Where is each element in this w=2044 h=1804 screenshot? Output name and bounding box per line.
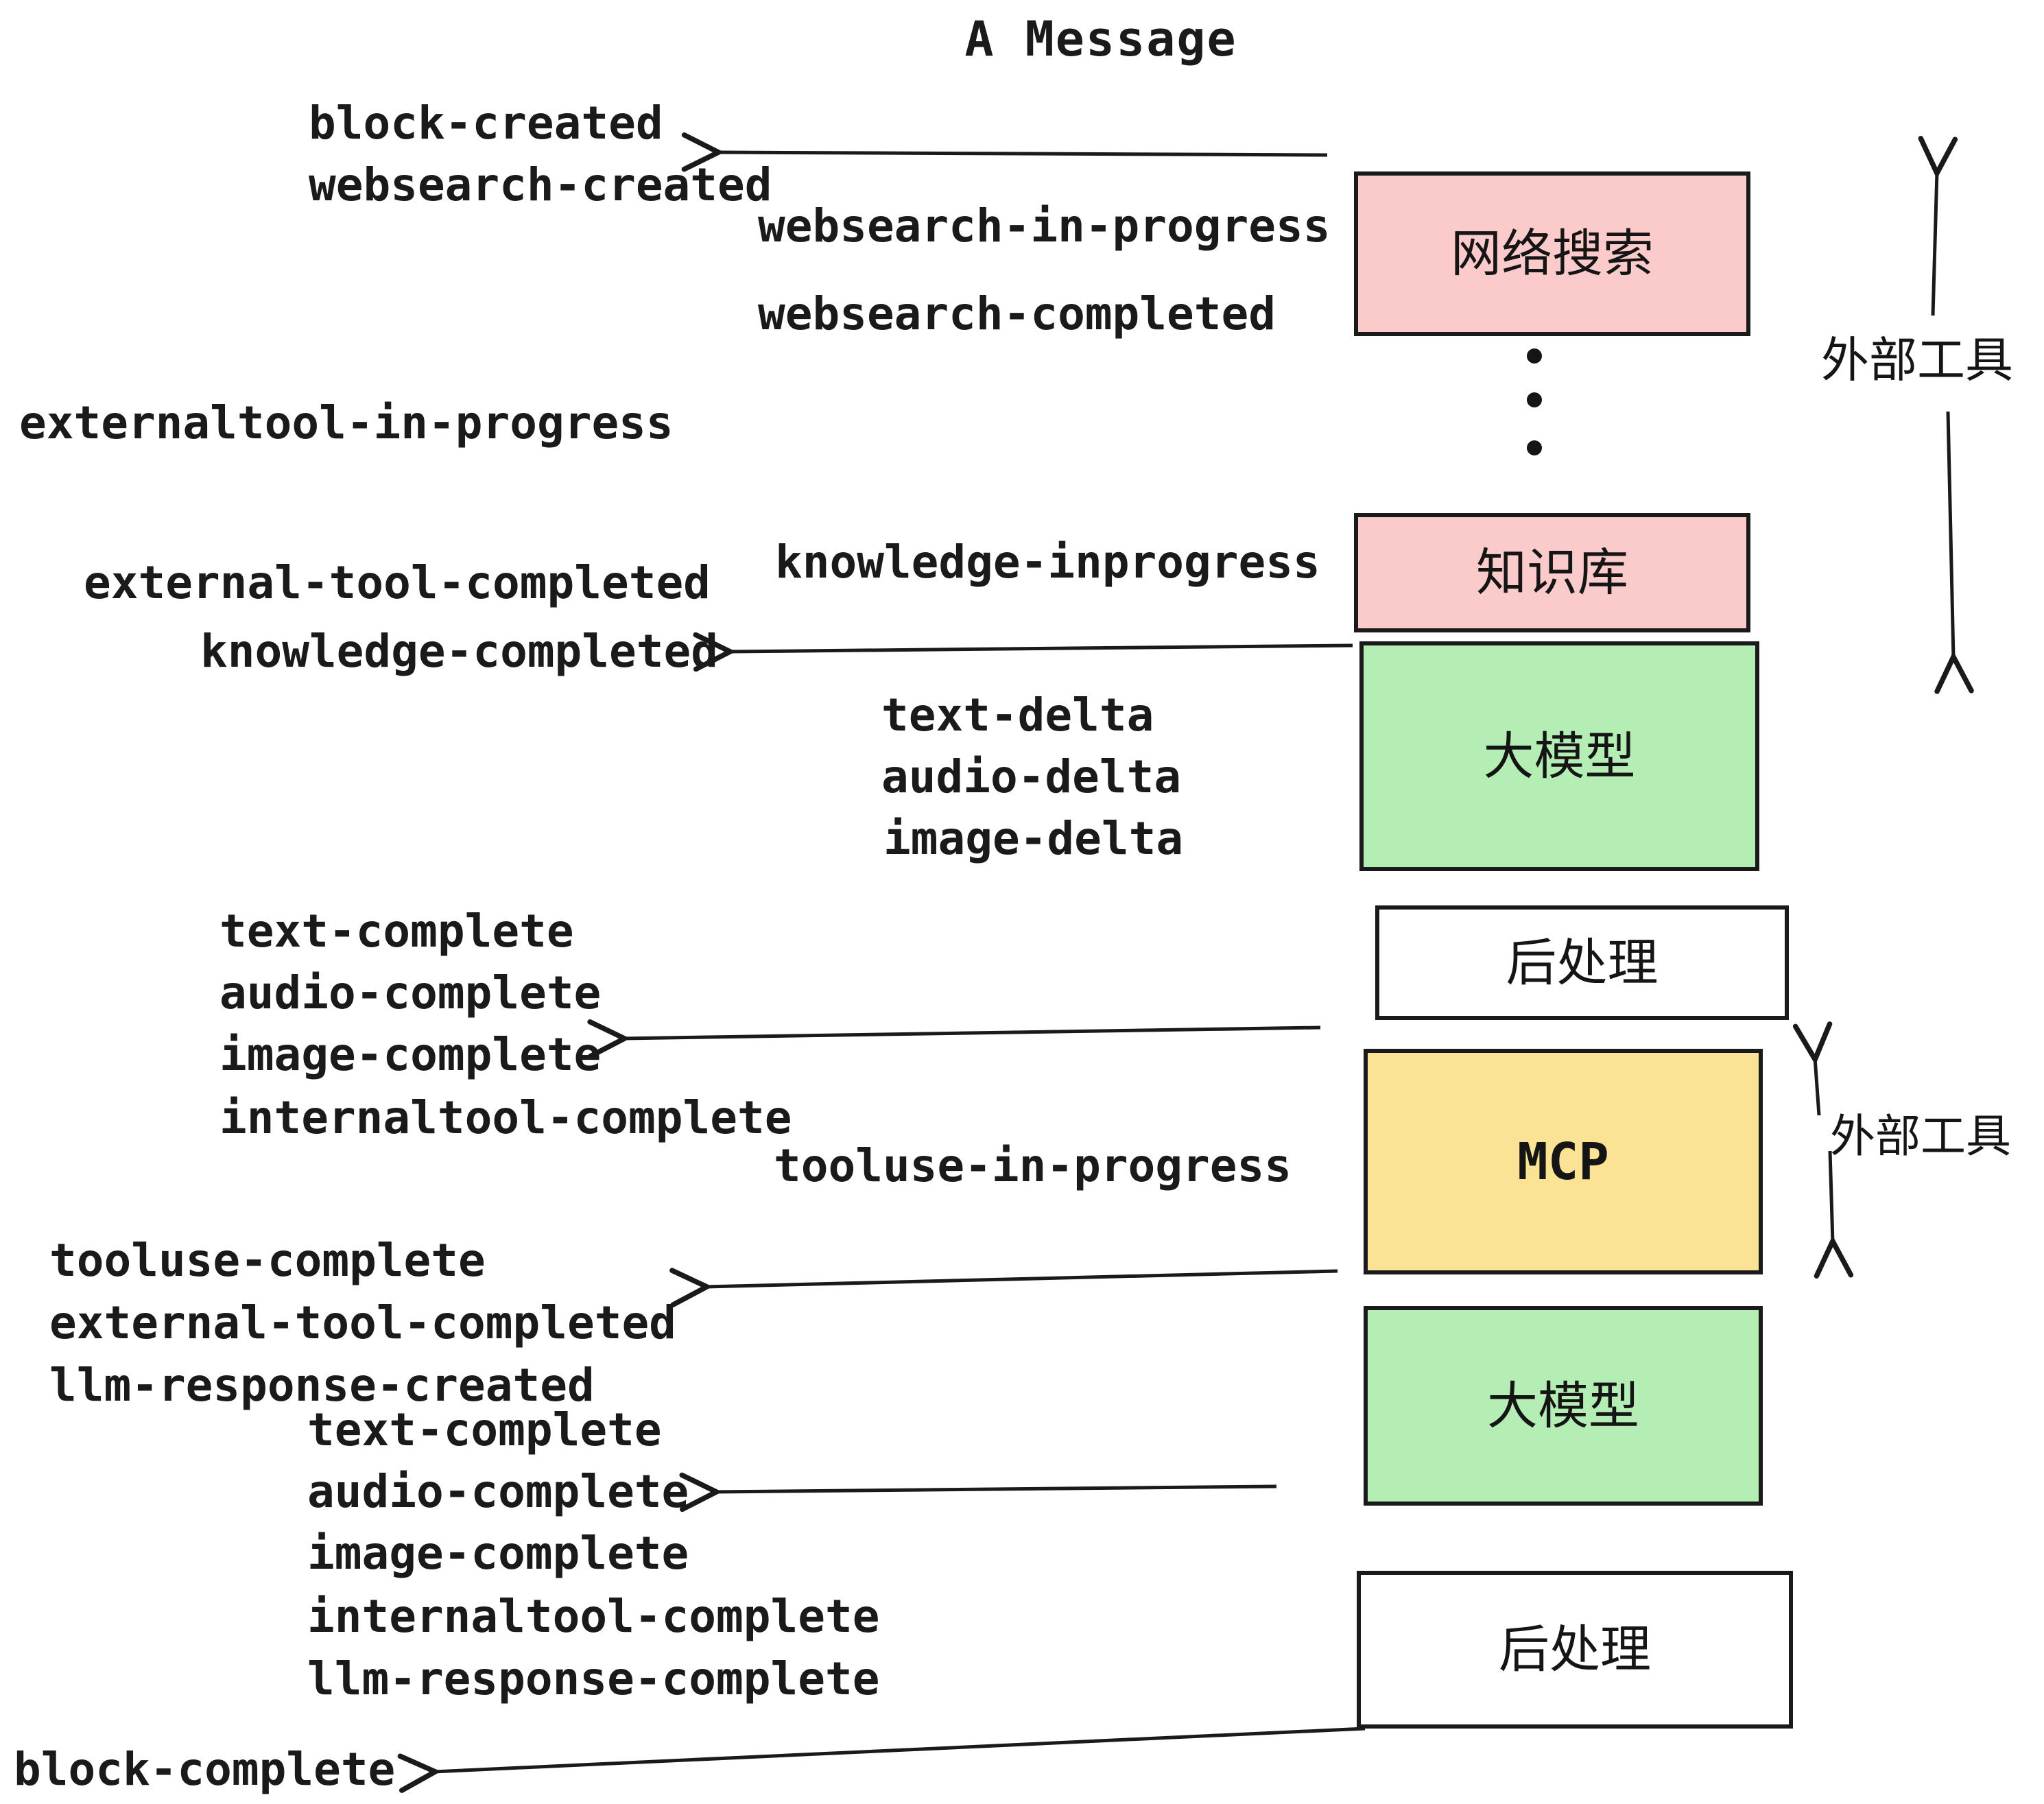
event-internaltool-complete-2: internaltool-complete: [307, 1590, 880, 1643]
box-postprocess-1: 后处理: [1375, 905, 1789, 1020]
event-external-tool-completed: external-tool-completed: [84, 556, 711, 609]
vertical-ellipsis-dot: [1527, 348, 1542, 364]
arrow-to-block-complete: [433, 1726, 1366, 1772]
arrow-to-block-created: [717, 152, 1328, 155]
event-tooluse-complete: tooluse-complete: [49, 1234, 486, 1287]
event-externaltool-in-progress: externaltool-in-progress: [19, 396, 674, 449]
arrow-to-knowledge-completed: [728, 645, 1353, 652]
event-llm-response-created: llm-response-created: [49, 1359, 595, 1412]
event-websearch-in-progress: websearch-in-progress: [758, 200, 1331, 252]
event-websearch-completed: websearch-completed: [758, 287, 1276, 340]
vertical-ellipsis-dot: [1527, 440, 1542, 455]
event-block-created: block-created: [309, 97, 663, 150]
box-postprocess-2: 后处理: [1357, 1571, 1793, 1729]
side-label-external-tools-top: 外部工具: [1821, 332, 2013, 388]
box-postprocess-1-label: 后处理: [1506, 933, 1659, 993]
vertical-ellipsis-dot: [1527, 392, 1542, 407]
event-text-complete-2: text-complete: [307, 1403, 662, 1456]
event-text-complete-1: text-complete: [219, 905, 574, 958]
box-mcp-label: MCP: [1517, 1132, 1609, 1191]
event-image-complete-1: image-complete: [219, 1028, 602, 1081]
event-internaltool-complete-1: internaltool-complete: [219, 1091, 792, 1144]
event-knowledge-completed: knowledge-completed: [200, 625, 718, 678]
arrow-external-tools-up: [1933, 171, 1937, 316]
event-image-complete-2: image-complete: [307, 1527, 689, 1580]
event-websearch-created: websearch-created: [309, 158, 772, 211]
arrow-to-audio-complete: [715, 1486, 1277, 1492]
box-llm-2: 大模型: [1364, 1306, 1763, 1506]
box-websearch-label: 网络搜索: [1451, 224, 1654, 283]
event-external-tool-completed-2: external-tool-completed: [49, 1296, 676, 1349]
event-audio-complete-1: audio-complete: [219, 966, 602, 1019]
box-postprocess-2-label: 后处理: [1499, 1620, 1651, 1679]
event-knowledge-inprogress: knowledge-inprogress: [775, 536, 1320, 589]
arrow-mcp-external-up: [1815, 1058, 1819, 1116]
arrow-mcp-external-down: [1830, 1150, 1833, 1243]
event-tooluse-in-progress: tooluse-in-progress: [774, 1139, 1292, 1192]
arrow-external-tools-down: [1948, 411, 1953, 658]
event-llm-response-complete: llm-response-complete: [307, 1652, 880, 1705]
box-llm-2-label: 大模型: [1487, 1376, 1639, 1436]
arrow-to-image-complete: [623, 1028, 1321, 1039]
box-websearch: 网络搜索: [1354, 171, 1750, 336]
page-title: A Message: [964, 11, 1237, 67]
event-audio-complete-2: audio-complete: [307, 1465, 689, 1518]
box-knowledge-label: 知识库: [1476, 543, 1628, 602]
box-knowledge: 知识库: [1354, 513, 1750, 632]
box-mcp: MCP: [1364, 1049, 1763, 1274]
box-llm-1: 大模型: [1359, 641, 1759, 871]
box-llm-1-label: 大模型: [1483, 726, 1636, 786]
event-image-delta-1: image-delta: [883, 812, 1184, 865]
arrow-to-tooluse-complete: [705, 1271, 1338, 1287]
event-block-complete: block-complete: [14, 1743, 396, 1796]
side-label-external-tools-mcp: 外部工具: [1830, 1110, 2011, 1163]
event-audio-delta-1: audio-delta: [881, 750, 1182, 803]
event-text-delta-1: text-delta: [881, 689, 1154, 741]
